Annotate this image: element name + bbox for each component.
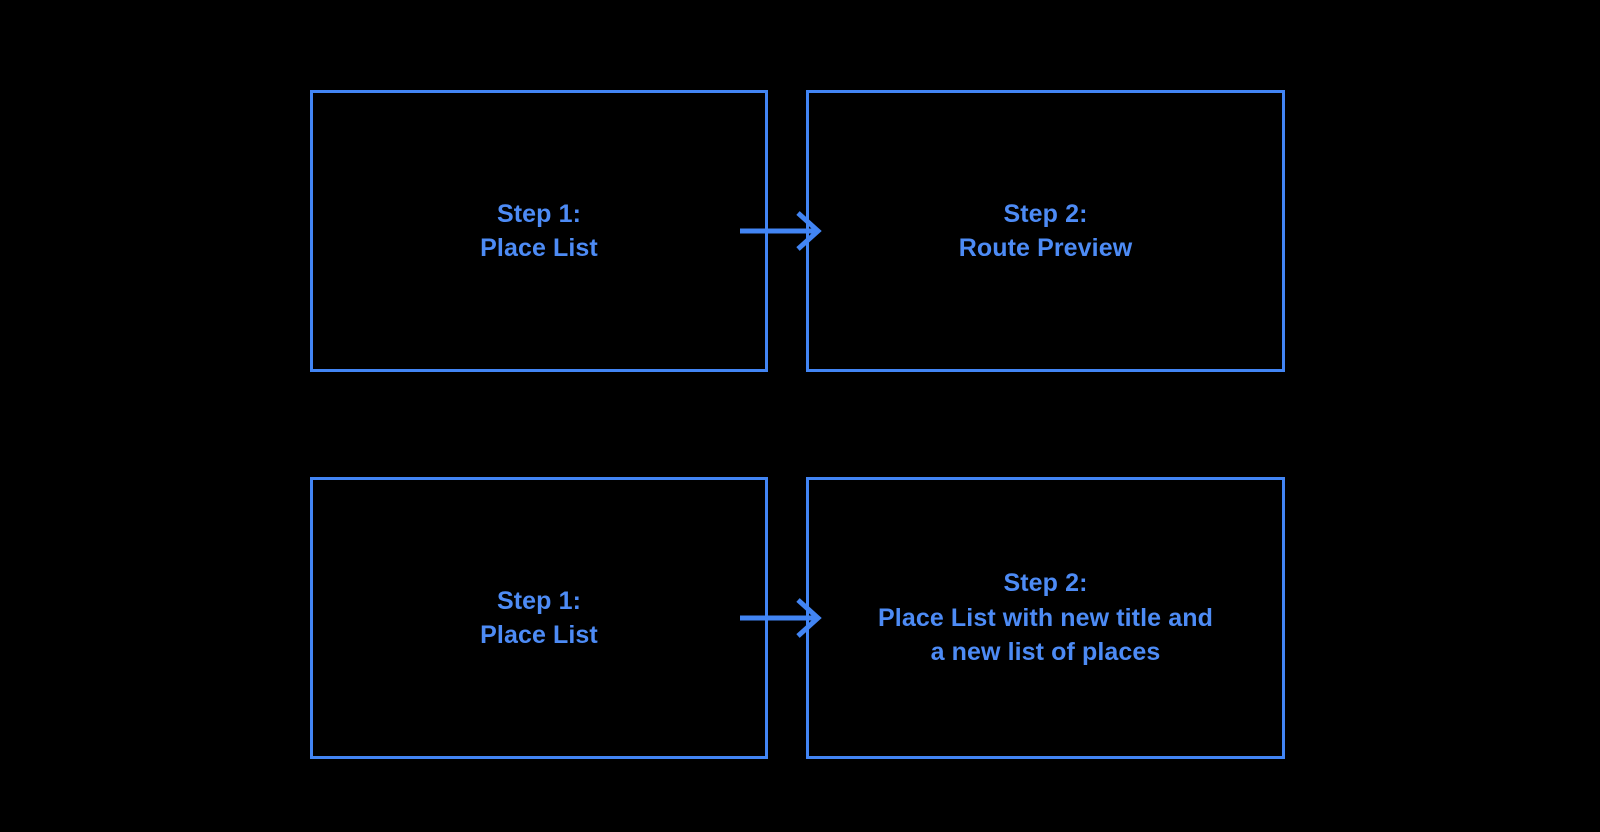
flow-node-label: Step 1: Place List (480, 199, 598, 263)
flow-node-label: Step 2: Place List with new title and a … (878, 569, 1213, 667)
flow-node-step2-top[interactable]: Step 2: Route Preview (806, 90, 1285, 372)
flow-row-route-preview: Step 1: Place List Step 2: Route Preview (0, 80, 1600, 380)
flow-node-label: Step 1: Place List (480, 586, 598, 650)
flow-row-updated-place-list: Step 1: Place List Step 2: Place List wi… (0, 467, 1600, 767)
flow-node-label: Step 2: Route Preview (958, 199, 1133, 263)
flow-node-step1-top[interactable]: Step 1: Place List (310, 90, 768, 372)
flow-node-step1-bottom[interactable]: Step 1: Place List (310, 477, 768, 759)
flow-node-step2-bottom[interactable]: Step 2: Place List with new title and a … (806, 477, 1285, 759)
